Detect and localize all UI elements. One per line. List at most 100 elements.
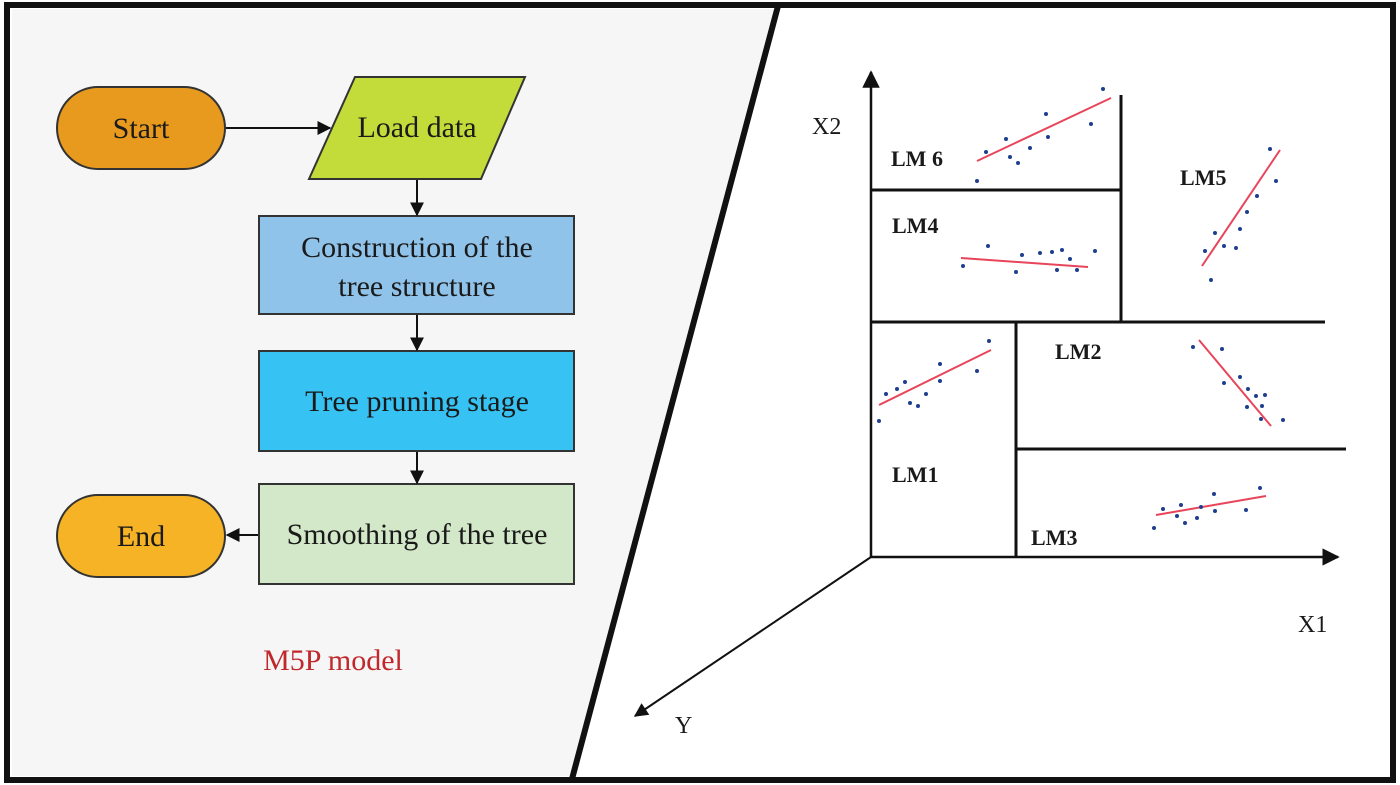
fit-line-lm5 xyxy=(1201,149,1281,267)
data-point xyxy=(903,380,907,384)
fit-line-lm1 xyxy=(878,349,992,406)
data-point xyxy=(975,179,979,183)
data-point xyxy=(1183,521,1187,525)
x1-axis-label: X1 xyxy=(1298,612,1327,638)
model-caption: M5P model xyxy=(263,644,403,677)
data-point xyxy=(1213,509,1217,513)
data-point xyxy=(924,392,928,396)
data-point xyxy=(986,244,990,248)
data-point xyxy=(1259,417,1263,421)
data-point xyxy=(938,379,942,383)
data-point xyxy=(1020,253,1024,257)
smoothing-box xyxy=(258,483,575,585)
smoothing-label: Smoothing of the tree xyxy=(287,518,548,551)
data-point xyxy=(1028,146,1032,150)
data-point xyxy=(1016,161,1020,165)
construction-label-line1: Construction of the xyxy=(301,231,533,264)
data-point xyxy=(1238,375,1242,379)
data-point xyxy=(1238,227,1242,231)
data-point xyxy=(1179,503,1183,507)
data-point xyxy=(1254,394,1258,398)
data-point xyxy=(908,401,912,405)
data-point xyxy=(1258,486,1262,490)
region-label-lm6: LM 6 xyxy=(891,146,943,171)
data-point xyxy=(1199,505,1203,509)
data-point xyxy=(1244,508,1248,512)
data-point xyxy=(1260,404,1264,408)
data-point xyxy=(1044,112,1048,116)
x2-axis-label: X2 xyxy=(812,114,841,140)
data-point xyxy=(1245,210,1249,214)
start-label: Start xyxy=(113,112,170,145)
data-point xyxy=(1055,268,1059,272)
y-axis xyxy=(633,556,872,717)
construction-box xyxy=(258,215,575,315)
data-point xyxy=(1089,122,1093,126)
data-point xyxy=(1060,248,1064,252)
data-point xyxy=(1274,179,1278,183)
data-point xyxy=(961,264,965,268)
scatter-lm4 xyxy=(960,244,1097,274)
region-label-lm1: LM1 xyxy=(892,462,938,487)
data-point xyxy=(1263,393,1267,397)
scatter-lm5 xyxy=(1201,147,1281,282)
flowchart: Start Load data Construction of the tree… xyxy=(56,76,575,677)
data-point xyxy=(1004,137,1008,141)
data-point xyxy=(877,419,881,423)
data-point xyxy=(1281,418,1285,422)
data-point xyxy=(1161,507,1165,511)
data-point xyxy=(1175,514,1179,518)
data-point xyxy=(884,392,888,396)
data-point xyxy=(1220,347,1224,351)
data-point xyxy=(916,404,920,408)
data-point xyxy=(1245,405,1249,409)
data-point xyxy=(1152,526,1156,530)
data-point xyxy=(1213,231,1217,235)
fit-line-lm6 xyxy=(976,97,1112,162)
fit-line-lm4 xyxy=(960,257,1089,268)
scatter-lm2 xyxy=(1191,339,1285,427)
data-point xyxy=(1075,268,1079,272)
construction-label-line2: tree structure xyxy=(338,270,495,303)
data-point xyxy=(1222,244,1226,248)
data-point xyxy=(895,387,899,391)
start-terminal xyxy=(56,86,226,170)
load-data-label: Load data xyxy=(357,111,476,144)
data-point xyxy=(1046,135,1050,139)
data-point xyxy=(987,339,991,343)
fit-line-lm3 xyxy=(1155,495,1267,516)
data-point xyxy=(1093,249,1097,253)
panel-divider xyxy=(569,5,781,780)
data-point xyxy=(1050,250,1054,254)
data-point xyxy=(1255,194,1259,198)
region-label-lm5: LM5 xyxy=(1180,165,1226,190)
data-point xyxy=(1008,155,1012,159)
region-label-lm3: LM3 xyxy=(1031,525,1077,550)
data-point xyxy=(1068,257,1072,261)
load-data-parallelogram xyxy=(307,76,527,180)
outer-frame xyxy=(4,2,1396,783)
region-label-lm4: LM4 xyxy=(892,213,938,238)
data-point xyxy=(1101,87,1105,91)
scatter-lm3 xyxy=(1152,486,1267,530)
data-point xyxy=(1222,381,1226,385)
data-point xyxy=(1014,270,1018,274)
data-point xyxy=(1209,278,1213,282)
pruning-box xyxy=(258,350,575,452)
data-point xyxy=(975,369,979,373)
data-point xyxy=(984,150,988,154)
data-point xyxy=(1038,251,1042,255)
scatter-lm1 xyxy=(877,339,992,423)
data-point xyxy=(1268,147,1272,151)
pruning-label: Tree pruning stage xyxy=(305,385,529,418)
data-point xyxy=(1246,387,1250,391)
fit-line-lm2 xyxy=(1198,339,1272,427)
end-label: End xyxy=(117,520,165,553)
data-point xyxy=(1203,249,1207,253)
data-point xyxy=(1195,516,1199,520)
data-point xyxy=(1234,246,1238,250)
partition-plot: X2 X1 Y LM 6 LM5 LM4 LM2 LM1 LM3 xyxy=(633,70,1346,739)
data-point xyxy=(938,362,942,366)
region-label-lm2: LM2 xyxy=(1055,339,1101,364)
